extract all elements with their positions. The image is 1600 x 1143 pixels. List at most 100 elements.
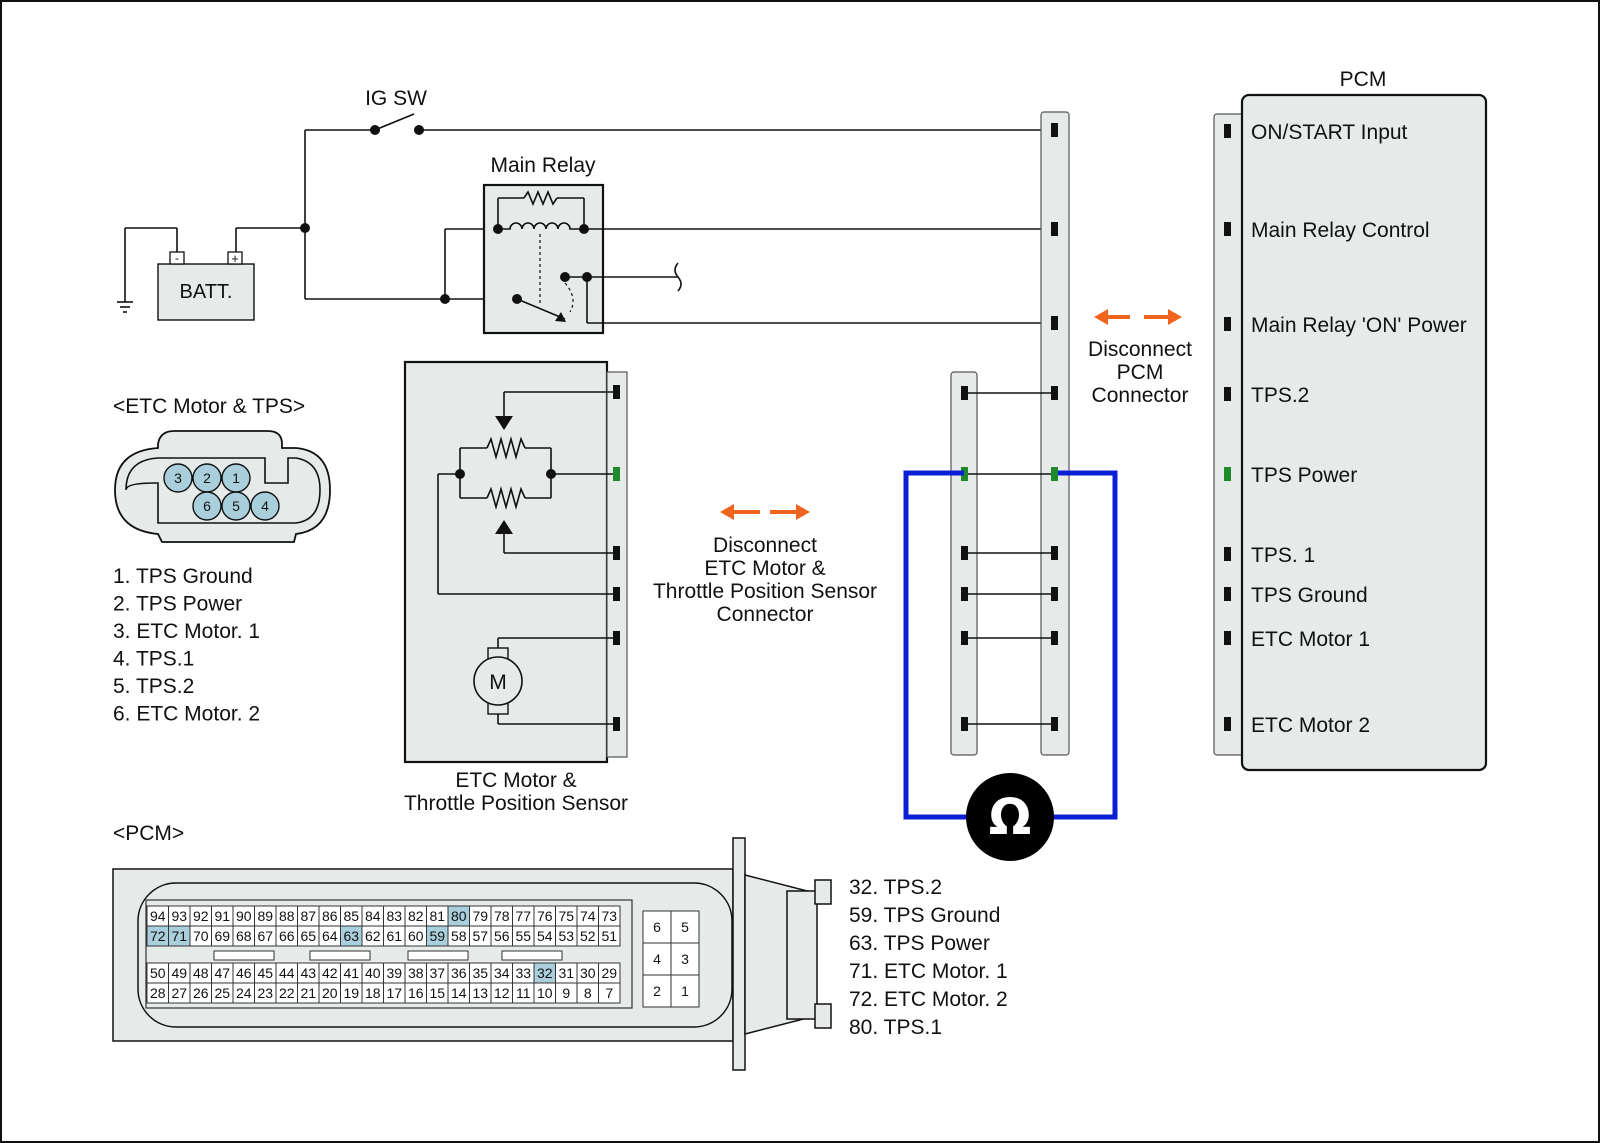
pcm-pin-number: 73: [601, 908, 617, 924]
pcm-pin-number: 57: [472, 928, 488, 944]
pcm-pin-number: 82: [408, 908, 424, 924]
pcm-pinout-item: 72. ETC Motor. 2: [849, 988, 1008, 1011]
pcm-pin-number: 53: [558, 928, 574, 944]
pcm-terminal-label: ETC Motor 2: [1251, 714, 1370, 737]
pcm-small-pin-cell: [670, 974, 700, 1008]
pcm-pin-number: 36: [451, 965, 467, 981]
pcm-terminal-pin: [1224, 222, 1231, 236]
pcm-pin-number: 67: [257, 928, 273, 944]
battery-minus-label: -: [175, 251, 179, 265]
etc-pin-number: 4: [261, 498, 269, 514]
ohmmeter: Ω: [903, 470, 1118, 861]
pcm-pin-number: 68: [236, 928, 252, 944]
pcm-pin-number: 49: [171, 965, 187, 981]
pcm-pin-number: 13: [472, 985, 488, 1001]
motor-icon: [473, 656, 523, 706]
pcm-terminal-label: ETC Motor 1: [1251, 628, 1370, 651]
pcm-pin-number: 64: [322, 928, 338, 944]
pcm-pin-number: 10: [537, 985, 553, 1001]
pcm-terminal-label: ON/START Input: [1251, 121, 1408, 144]
pcm-pin-number: 16: [408, 985, 424, 1001]
pcm-pin-number: 26: [193, 985, 209, 1001]
pcm-pin-number: 56: [494, 928, 510, 944]
pcm-pin-number: 9: [562, 985, 570, 1001]
pcm-pin-number: 65: [300, 928, 316, 944]
pcm-pin-number: 31: [558, 965, 574, 981]
pcm-pin-number: 92: [193, 908, 209, 924]
ignition-switch: IG SW: [305, 87, 1053, 135]
pcm-small-pin-number: 5: [681, 919, 689, 935]
pcm-pin-number: 70: [193, 928, 209, 944]
battery: - + BATT.: [157, 251, 255, 321]
main-relay: Main Relay: [482, 154, 1053, 335]
pcm-pin-number: 29: [601, 965, 617, 981]
etc-motor-tps-component: M ETC Motor & Throttle Position Sensor: [403, 360, 628, 815]
pcm-pin-number: 87: [300, 908, 316, 924]
pcm-pin-number: 88: [279, 908, 295, 924]
pcm-pin-number: 72: [150, 928, 166, 944]
etc-pinout-item: 3. ETC Motor. 1: [113, 620, 260, 643]
etc-pinout-item: 6. ETC Motor. 2: [113, 703, 260, 726]
pcm-terminal-label: Main Relay 'ON' Power: [1251, 314, 1467, 337]
harness-connectors: [950, 111, 1070, 756]
pcm-pinout-item: 59. TPS Ground: [849, 904, 1000, 927]
pcm-pinout-item: 71. ETC Motor. 1: [849, 960, 1008, 983]
pcm-pin-number: 20: [322, 985, 338, 1001]
pcm-pin-number: 28: [150, 985, 166, 1001]
pcm-terminal-label: Main Relay Control: [1251, 219, 1430, 242]
ground-symbol: [117, 228, 133, 313]
etc-pinout-item: 5. TPS.2: [113, 675, 194, 698]
pcm-pin-number: 22: [279, 985, 295, 1001]
pcm-pin-number: 91: [214, 908, 230, 924]
pcm-pin-number: 90: [236, 908, 252, 924]
battery-label: BATT.: [180, 281, 233, 303]
pcm-pin-number: 38: [408, 965, 424, 981]
etc-caption-line1: ETC Motor &: [455, 769, 576, 792]
pcm-terminal-pin: [1224, 124, 1231, 138]
pcm-small-pin-cell: [642, 974, 672, 1008]
etc-pinout-item: 1. TPS Ground: [113, 565, 253, 588]
etc-pinout-item: 2. TPS Power: [113, 593, 242, 616]
pcm-small-pin-number: 3: [681, 951, 689, 967]
pcm-pin-number: 19: [343, 985, 359, 1001]
pcm-terminal-label: TPS. 1: [1251, 544, 1315, 567]
pcm-pin-number: 34: [494, 965, 510, 981]
pcm-pin-number: 7: [605, 985, 613, 1001]
etc-pin-number: 1: [232, 470, 240, 486]
pcm-pin-number: 74: [580, 908, 596, 924]
pcm-pin-number: 89: [257, 908, 273, 924]
pcm-pin-number: 42: [322, 965, 338, 981]
pcm-pin-number: 59: [429, 928, 445, 944]
pcm-pin-number: 94: [150, 908, 166, 924]
pcm-pin-number: 41: [343, 965, 359, 981]
pcm-small-pin-number: 2: [653, 983, 661, 999]
motor-symbol-label: M: [489, 671, 507, 694]
pcm-pin-number: 85: [343, 908, 359, 924]
etc-pin-number: 5: [232, 498, 240, 514]
pcm-pin-number: 11: [516, 985, 531, 1001]
etc-pin-number: 3: [174, 470, 182, 486]
pcm-terminal-pin: [1224, 631, 1231, 645]
pcm-pin-number: 71: [171, 928, 187, 944]
pcm-pin-number: 45: [257, 965, 273, 981]
pcm-pin-number: 60: [408, 928, 424, 944]
pcm-pin-number: 69: [214, 928, 230, 944]
pcm-pin-number: 58: [451, 928, 467, 944]
ohm-symbol: Ω: [989, 788, 1032, 846]
etc-pin: [250, 491, 280, 521]
etc-pinout-list: 1. TPS Ground 2. TPS Power 3. ETC Motor. 1…: [113, 565, 260, 726]
pcm-pin-number: 79: [472, 908, 488, 924]
pcm-pin-number: 12: [494, 985, 510, 1001]
pcm-terminal-pin: [1224, 717, 1231, 731]
power-circuit: - + BATT. IG SW Main Relay: [117, 87, 1053, 335]
disconnect-etc-line3: Throttle Position Sensor: [653, 580, 877, 603]
pcm-pin-number: 86: [322, 908, 338, 924]
pcm-small-pin-number: 4: [653, 951, 661, 967]
